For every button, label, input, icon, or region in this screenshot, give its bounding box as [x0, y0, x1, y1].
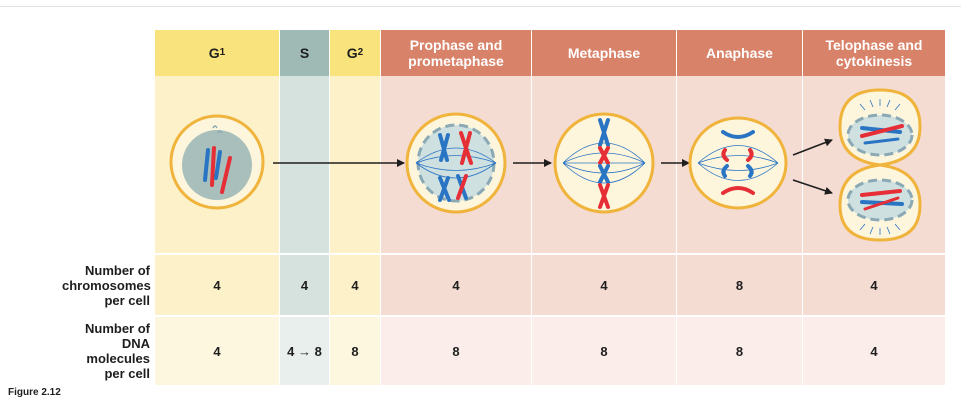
chromosomes-metaphase-value: 4	[600, 277, 608, 293]
top-rule	[0, 6, 961, 7]
dna-g1-value: 4	[213, 343, 221, 359]
header-prophase: Prophase and prometaphase	[381, 30, 532, 76]
header-anaphase: Anaphase	[677, 30, 803, 76]
dna-g2-value: 8	[351, 343, 359, 359]
telophase-cells	[838, 88, 922, 242]
header-g2-sub: 2	[357, 47, 364, 58]
row-label-dna: Number of DNA molecules per cell	[30, 317, 150, 385]
chromosomes-telophase: 4	[803, 255, 945, 315]
chromosomes-prophase-value: 4	[452, 277, 460, 293]
header-g2-label: G	[346, 45, 358, 61]
header-metaphase-label: Metaphase	[567, 45, 641, 61]
header-anaphase-label: Anaphase	[706, 45, 773, 61]
header-metaphase: Metaphase	[532, 30, 677, 76]
illus-s-bg	[280, 76, 330, 253]
metaphase-cell	[553, 112, 655, 214]
chromosomes-g2: 4	[330, 255, 381, 315]
figure-caption: Figure 2.12	[8, 387, 61, 398]
chromosomes-telophase-value: 4	[870, 277, 878, 293]
chromosomes-g2-value: 4	[351, 277, 359, 293]
header-telophase-label: Telophase and cytokinesis	[825, 37, 923, 69]
prophase-cell	[405, 112, 507, 214]
chromosomes-metaphase: 4	[532, 255, 677, 315]
interphase-cell	[169, 114, 265, 210]
dna-g2: 8	[330, 317, 381, 385]
header-g1-label: G	[208, 45, 220, 61]
chromosomes-g1: 4	[155, 255, 280, 315]
dna-s: 4 → 8	[280, 317, 330, 385]
illus-g2-bg	[330, 76, 381, 253]
dna-g1: 4	[155, 317, 280, 385]
row-label-chromosomes-text: Number of chromosomes per cell	[62, 262, 151, 308]
dna-telophase-value: 4	[870, 343, 878, 359]
chromosomes-s: 4	[280, 255, 330, 315]
row-label-chromosomes: Number of chromosomes per cell	[30, 255, 151, 315]
dna-prophase: 8	[381, 317, 532, 385]
dna-metaphase: 8	[532, 317, 677, 385]
header-g1-sub: 1	[219, 47, 226, 58]
chromosomes-g1-value: 4	[213, 277, 221, 293]
chromosomes-prophase: 4	[381, 255, 532, 315]
arrow-to-telophase-bottom	[792, 179, 833, 195]
dna-anaphase: 8	[677, 317, 803, 385]
dna-telophase: 4	[803, 317, 945, 385]
chromosomes-s-value: 4	[300, 277, 309, 293]
header-s-label: S	[299, 45, 310, 61]
chromosomes-anaphase-value: 8	[735, 277, 744, 293]
dna-prophase-value: 8	[452, 343, 460, 359]
header-s: S	[280, 30, 330, 76]
anaphase-cell	[688, 116, 788, 210]
dna-s-value: 4 → 8	[287, 343, 322, 359]
header-prophase-label: Prophase and prometaphase	[408, 37, 504, 69]
arrow-to-telophase-top	[792, 138, 833, 156]
header-telophase: Telophase and cytokinesis	[803, 30, 945, 76]
dna-anaphase-value: 8	[735, 343, 744, 359]
dna-metaphase-value: 8	[600, 343, 608, 359]
chromosomes-anaphase: 8	[677, 255, 803, 315]
row-label-dna-text: Number of DNA molecules per cell	[85, 321, 150, 381]
